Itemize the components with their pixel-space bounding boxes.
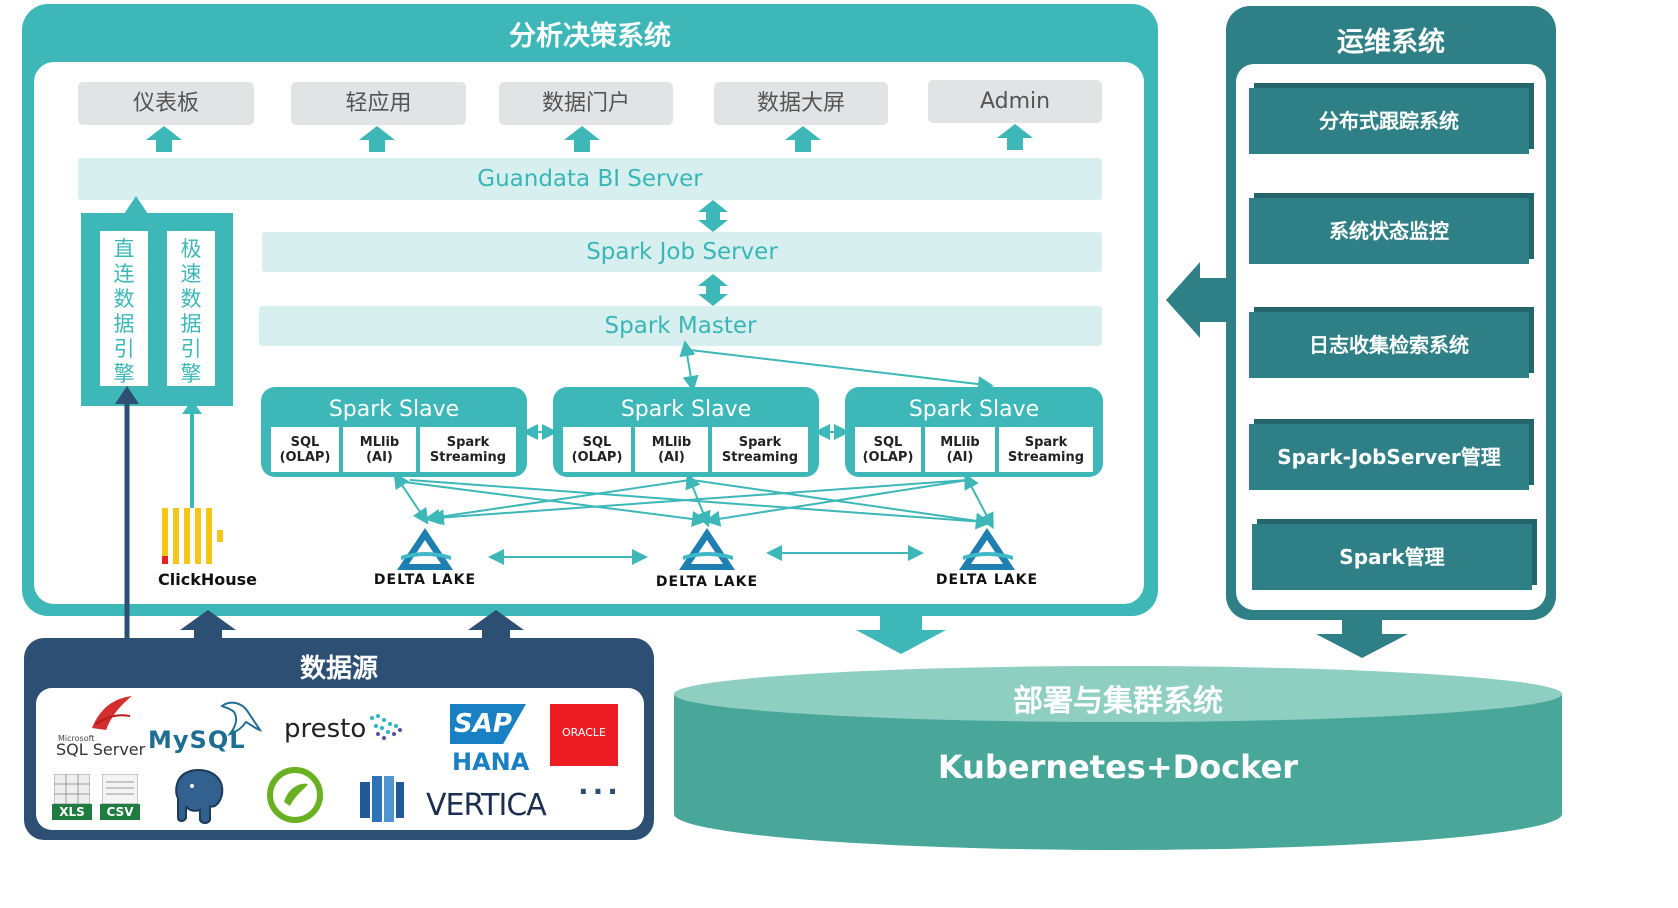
delta-lake-icon — [679, 528, 735, 570]
ops-item-spark[interactable]: Spark管理 — [1252, 524, 1532, 590]
document-icon — [102, 774, 138, 804]
slave-title: Spark Slave — [908, 397, 1040, 422]
fast-engine-char: 数 — [180, 287, 202, 311]
deploy-cylinder — [674, 666, 1562, 850]
slave-title: Spark Slave — [328, 397, 460, 422]
csv-logo: CSV — [100, 774, 140, 822]
spark-slave-2: Spark Slave SQL (OLAP) MLlib (AI) Spark … — [553, 387, 819, 477]
presto-label: presto — [284, 714, 367, 744]
vertica-label: VERTICA — [426, 788, 547, 823]
ops-down-arrow — [1316, 618, 1408, 658]
sqlserver-small-label: Microsoft — [58, 734, 95, 743]
direct-engine-char: 擎 — [113, 362, 135, 386]
sqlserver-label: SQL Server — [56, 740, 146, 759]
mysql-label: MySQL — [148, 726, 246, 754]
delta-lake-icon — [397, 528, 453, 570]
delta-lake-label: DELTA LAKE — [373, 572, 477, 588]
master-bar: Spark Master — [259, 306, 1102, 346]
vertica-logo: VERTICA — [426, 786, 554, 826]
deploy-subtitle: Kubernetes+Docker — [937, 748, 1299, 786]
postgresql-elephant-icon — [175, 768, 224, 824]
slave-cell-mllib: MLlib (AI) — [925, 427, 995, 472]
direct-engine-char: 直 — [113, 237, 135, 261]
bi-server-bar: Guandata BI Server — [78, 158, 1102, 200]
direct-engine-char: 连 — [113, 262, 135, 286]
oracle-label: ORACLE — [562, 726, 606, 739]
delta-lake-2: DELTA LAKE — [652, 526, 762, 592]
output-admin[interactable]: Admin — [928, 80, 1102, 123]
dolphin-icon — [220, 701, 262, 736]
clickhouse-label: ClickHouse — [158, 570, 257, 589]
clickhouse-icon — [162, 508, 223, 564]
datasource-title: 数据源 — [299, 654, 378, 684]
xls-label: XLS — [52, 804, 92, 820]
direct-engine-char: 数 — [113, 287, 135, 311]
ops-item-jobserver[interactable]: Spark-JobServer管理 — [1249, 424, 1529, 490]
more-sources: ... — [578, 768, 622, 801]
redshift-icon — [360, 776, 404, 822]
analysis-down-arrow — [856, 616, 946, 654]
oracle-logo: ORACLE — [550, 704, 618, 766]
delta-lake-1: DELTA LAKE — [370, 526, 480, 590]
analysis-title: 分析决策系统 — [509, 21, 671, 52]
fast-engine-char: 擎 — [180, 362, 202, 386]
fast-engine-char: 引 — [180, 337, 202, 361]
slave-cell-streaming: Spark Streaming — [999, 427, 1093, 472]
job-server-bar: Spark Job Server — [262, 232, 1102, 272]
delta-lake-icon — [959, 528, 1015, 570]
presto-dots-icon — [370, 714, 402, 740]
sap-label: SAP — [450, 704, 526, 744]
delta-lake-label: DELTA LAKE — [935, 572, 1039, 588]
spreadsheet-icon — [54, 774, 90, 804]
fast-engine-char: 据 — [180, 312, 202, 336]
clickhouse-logo: ClickHouse — [158, 508, 268, 593]
ops-item-tracing[interactable]: 分布式跟踪系统 — [1249, 88, 1529, 154]
fast-engine-char: 速 — [180, 262, 202, 286]
delta-lake-3: DELTA LAKE — [932, 526, 1042, 590]
slave-cell-mllib: MLlib (AI) — [635, 427, 708, 472]
slave-cell-sql: SQL (OLAP) — [563, 427, 631, 472]
xls-logo: XLS — [52, 774, 92, 822]
slave-cell-sql: SQL (OLAP) — [855, 427, 921, 472]
sqlserver-logo: Microsoft SQL Server — [54, 694, 146, 759]
ops-title: 运维系统 — [1337, 27, 1445, 58]
slave-cell-sql: SQL (OLAP) — [271, 427, 339, 472]
direct-engine-char: 据 — [113, 312, 135, 336]
slave-cell-streaming: Spark Streaming — [420, 427, 516, 472]
sap-hana-logo: SAP HANA — [450, 704, 532, 778]
ops-item-logs[interactable]: 日志收集检索系统 — [1249, 312, 1529, 378]
spark-slave-3: Spark Slave SQL (OLAP) MLlib (AI) Spark … — [845, 387, 1103, 477]
slave-cell-mllib: MLlib (AI) — [343, 427, 416, 472]
fast-engine-char: 极 — [180, 237, 202, 261]
direct-engine-column: 直 连 数 据 引 擎 — [100, 231, 148, 386]
fast-engine-column: 极 速 数 据 引 擎 — [167, 231, 215, 386]
output-dashboard[interactable]: 仪表板 — [78, 82, 254, 125]
output-data-portal[interactable]: 数据门户 — [499, 82, 673, 125]
csv-label: CSV — [100, 804, 140, 820]
slave-cell-streaming: Spark Streaming — [712, 427, 808, 472]
delta-lake-label: DELTA LAKE — [655, 574, 759, 590]
sqlserver-icon — [92, 696, 132, 730]
spark-slave-1: Spark Slave SQL (OLAP) MLlib (AI) Spark … — [261, 387, 527, 477]
presto-logo: presto — [284, 708, 414, 752]
hana-label: HANA — [452, 748, 530, 776]
output-light-app[interactable]: 轻应用 — [291, 82, 466, 125]
slave-title: Spark Slave — [620, 397, 752, 422]
deploy-title: 部署与集群系统 — [1013, 684, 1223, 719]
greenplum-icon — [267, 767, 323, 823]
mysql-logo: MySQL — [146, 698, 268, 758]
output-big-screen[interactable]: 数据大屏 — [714, 82, 888, 125]
ops-item-monitor[interactable]: 系统状态监控 — [1249, 198, 1529, 264]
ops-left-arrow — [1166, 262, 1228, 338]
direct-engine-char: 引 — [113, 337, 135, 361]
